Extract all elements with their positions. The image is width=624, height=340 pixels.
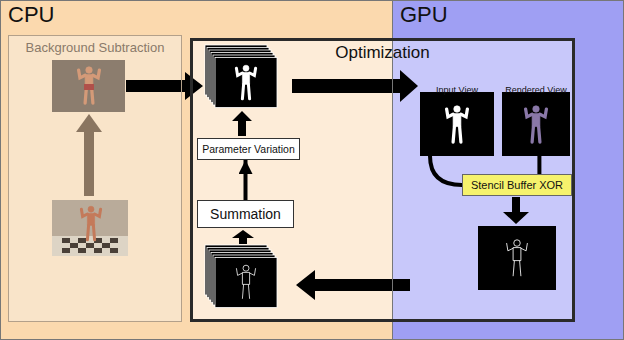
rendered-image bbox=[502, 92, 570, 156]
view-image: Rendered View bbox=[502, 79, 570, 156]
connector bbox=[430, 156, 462, 185]
flow-arrow bbox=[232, 111, 252, 136]
cpu-panel: CPU Background Subtraction bbox=[0, 0, 393, 340]
flow-arrow bbox=[503, 197, 529, 224]
node-label: Background Subtraction bbox=[26, 41, 165, 56]
flow-arrow bbox=[292, 70, 418, 102]
silhouette-figure bbox=[236, 65, 255, 99]
person-figure bbox=[81, 206, 100, 240]
outline-figure bbox=[236, 265, 255, 299]
node-label: Rendered View bbox=[505, 85, 566, 95]
person-figure bbox=[79, 67, 100, 103]
node-label: Summation bbox=[210, 206, 281, 222]
flow-arrow bbox=[84, 130, 94, 196]
node-label: CPU bbox=[8, 2, 54, 27]
rendered-figure bbox=[526, 106, 547, 142]
xor-image bbox=[478, 226, 556, 290]
photo bbox=[52, 200, 128, 256]
flow-arrow bbox=[76, 114, 102, 132]
node-label: Optimization bbox=[335, 43, 429, 63]
stage-box: Background Subtraction bbox=[8, 35, 182, 322]
floor bbox=[52, 236, 128, 256]
node-label: GPU bbox=[400, 2, 448, 27]
input-image bbox=[420, 92, 494, 156]
process-box: Stencil Buffer XOR bbox=[462, 174, 572, 196]
photo bbox=[52, 60, 125, 112]
optimization-box: OptimizationParameter VariationSummation… bbox=[190, 38, 575, 322]
node-label: Parameter Variation bbox=[202, 143, 295, 155]
connector bbox=[244, 160, 248, 200]
flow-arrow bbox=[232, 230, 254, 244]
process-box: Summation bbox=[197, 200, 294, 228]
checkerboard bbox=[62, 238, 118, 253]
silhouette-stack bbox=[205, 45, 277, 108]
difference-stack bbox=[205, 245, 277, 308]
process-box: Parameter Variation bbox=[197, 138, 300, 160]
silhouette-figure bbox=[447, 106, 468, 142]
shorts bbox=[84, 84, 94, 90]
node-label: Input View bbox=[436, 85, 478, 95]
connector bbox=[537, 156, 541, 174]
view-image: Input View bbox=[420, 79, 494, 156]
stage-ground bbox=[8, 35, 182, 322]
optimization-ground bbox=[392, 38, 575, 322]
node-label: Stencil Buffer XOR bbox=[471, 179, 563, 192]
outline-figure bbox=[507, 240, 528, 276]
